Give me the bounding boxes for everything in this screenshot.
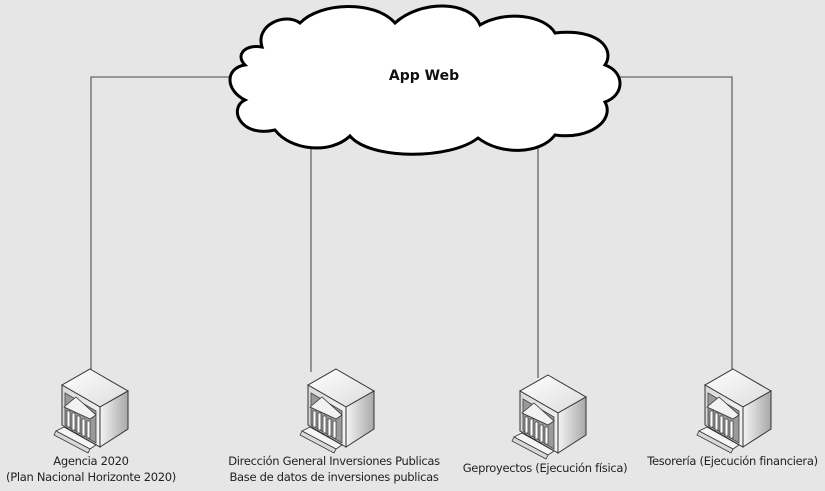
node-label-line: Geproyectos (Ejecución física) xyxy=(462,461,628,475)
node-label-line: Tesorería (Ejecución financiera) xyxy=(647,454,818,468)
server-building-icon[interactable] xyxy=(53,368,129,454)
server-building-icon[interactable] xyxy=(511,374,587,460)
node-label-dgip: Dirección General Inversiones Publicas B… xyxy=(224,453,444,485)
connection-line-agencia xyxy=(90,76,240,372)
cloud-shape[interactable] xyxy=(228,4,622,156)
node-label-line: Base de datos de inversiones publicas xyxy=(229,470,439,484)
server-building-icon[interactable] xyxy=(696,368,772,454)
server-building-icon[interactable] xyxy=(299,368,375,454)
node-label-line: Agencia 2020 xyxy=(53,454,129,468)
node-label-tesoreria: Tesorería (Ejecución financiera) xyxy=(640,453,825,469)
node-label-geproyectos: Geproyectos (Ejecución física) xyxy=(455,460,635,476)
cloud-label-app-web: App Web xyxy=(388,68,460,84)
connection-line-tesoreria xyxy=(607,76,733,372)
node-label-line: (Plan Nacional Horizonte 2020) xyxy=(6,470,176,484)
node-label-line: Dirección General Inversiones Publicas xyxy=(228,454,440,468)
node-label-agencia: Agencia 2020 (Plan Nacional Horizonte 20… xyxy=(0,453,182,485)
